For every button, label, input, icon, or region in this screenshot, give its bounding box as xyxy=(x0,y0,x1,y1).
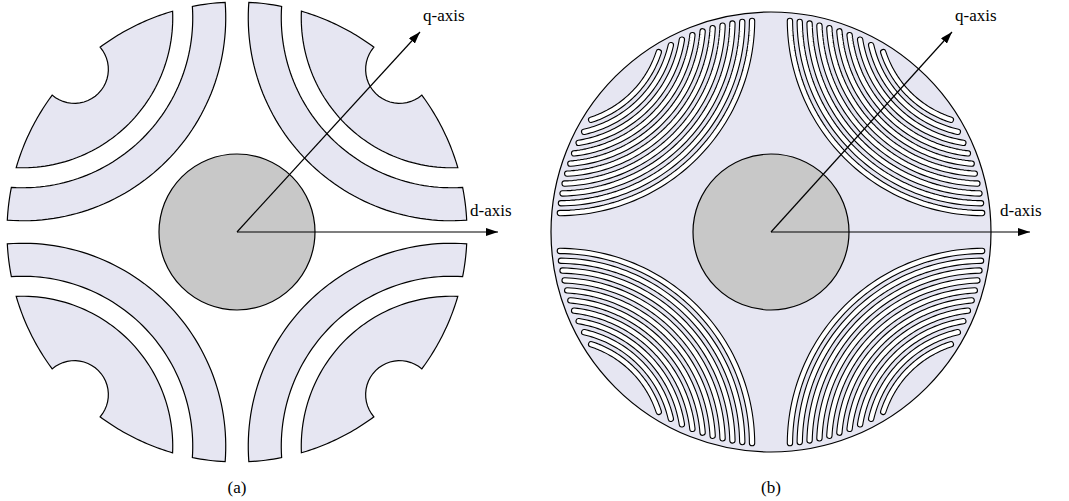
flux-barrier-slot xyxy=(871,45,958,132)
flux-barrier-outline xyxy=(565,280,723,438)
flux-barrier-outline xyxy=(567,28,712,173)
axis-arrow xyxy=(237,231,498,232)
flux-barrier-outline xyxy=(810,24,980,194)
flux-barrier-slot xyxy=(819,280,977,438)
flux-barrier-outline xyxy=(819,280,977,438)
flux-barrier-outline xyxy=(829,28,974,173)
flux-barrier-slot xyxy=(800,22,981,203)
flux-barrier-outline xyxy=(584,332,671,419)
flux-barrier-slot xyxy=(561,261,742,442)
axis-label: q-axis xyxy=(423,6,465,26)
flux-barrier-slot xyxy=(819,26,977,184)
flux-barrier-outline xyxy=(810,271,980,441)
flux-barrier-outline xyxy=(829,290,974,435)
flux-barrier-slot xyxy=(584,332,671,419)
flux-barrier-slot xyxy=(561,22,742,203)
flux-barrier-outline xyxy=(800,261,981,442)
flux-barrier-slot xyxy=(829,290,974,435)
flux-barrier-slot xyxy=(871,332,958,419)
flux-barrier-slot xyxy=(567,290,712,435)
axis-label: d-axis xyxy=(1000,201,1042,221)
flux-barrier-slot xyxy=(565,280,723,438)
flux-barrier-outline xyxy=(561,22,742,203)
flux-barrier-outline xyxy=(563,271,733,441)
flux-barrier-outline xyxy=(871,45,958,132)
subfigure-label: (a) xyxy=(228,478,247,498)
flux-barrier-slot xyxy=(829,28,974,173)
axis-arrow xyxy=(771,32,952,232)
flux-barrier-slot xyxy=(810,24,980,194)
flux-barrier-outline xyxy=(565,26,723,184)
flux-barrier-outline xyxy=(567,290,712,435)
flux-barrier-slot xyxy=(563,24,733,194)
subfigure-label: (b) xyxy=(761,478,781,498)
axis-arrow xyxy=(237,32,420,232)
flux-barrier-slot xyxy=(800,261,981,442)
axis-arrow xyxy=(771,231,1030,232)
flux-barrier-outline xyxy=(563,24,733,194)
flux-barrier-outline xyxy=(584,45,671,132)
axis-label: d-axis xyxy=(470,201,512,221)
flux-barrier-slot xyxy=(810,271,980,441)
flux-barrier-outline xyxy=(871,332,958,419)
flux-barrier-outline xyxy=(800,22,981,203)
flux-barrier-outline xyxy=(561,261,742,442)
flux-barrier-slot xyxy=(565,26,723,184)
axis-label: q-axis xyxy=(955,6,997,26)
flux-barrier-slot xyxy=(563,271,733,441)
flux-barrier-outline xyxy=(819,26,977,184)
flux-barrier-slot xyxy=(567,28,712,173)
flux-barrier-slot xyxy=(584,45,671,132)
